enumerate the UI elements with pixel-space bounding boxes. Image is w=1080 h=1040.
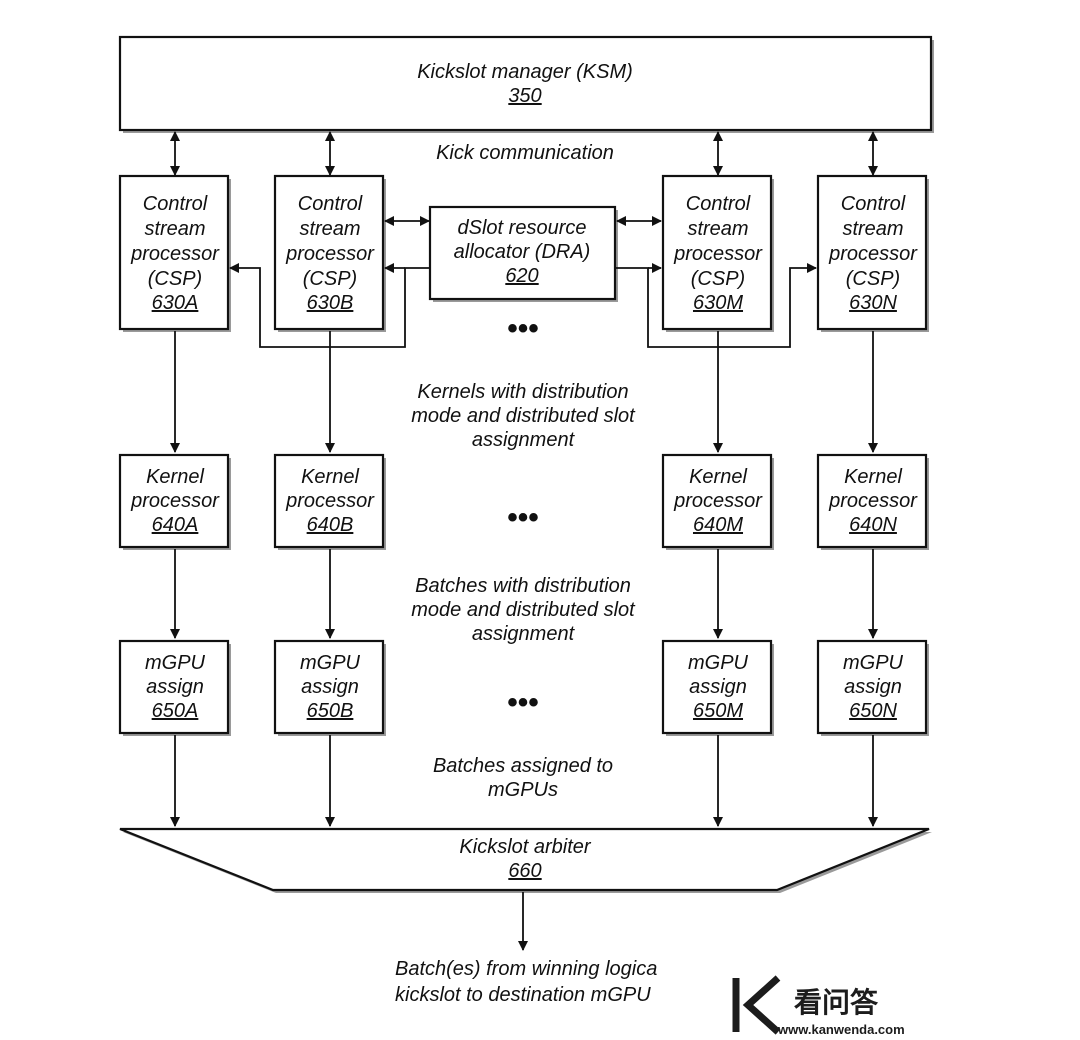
mgpu-block-a: mGPU assign 650A (118, 639, 231, 736)
mgpu-m-ref: 650M (693, 700, 743, 722)
ksm-title: Kickslot manager (KSM) (417, 61, 633, 83)
watermark-chinese: 看问答 (794, 986, 879, 1019)
csp-n-line4: (CSP) (846, 268, 900, 290)
dra-line2: allocator (DRA) (454, 241, 591, 263)
dra-line1: dSlot resource (458, 217, 587, 239)
dra-ref: 620 (505, 265, 538, 287)
mgpu-m-line2: assign (689, 676, 747, 698)
arbiter-ref: 660 (508, 860, 541, 882)
kernel-block-m: Kernel processor 640M (661, 453, 774, 550)
ellipsis-csp-row: ••• (507, 312, 539, 345)
ksm-block: Kickslot manager (KSM) 350 (118, 35, 934, 133)
output-label-line1: Batch(es) from winning logica (395, 958, 657, 980)
kernels-label-line2: mode and distributed slot (411, 405, 636, 427)
mgpu-a-ref: 650A (152, 700, 199, 722)
kernel-block-b: Kernel processor 640B (273, 453, 386, 550)
kernel-b-line2: processor (285, 490, 375, 512)
csp-n-line3: processor (828, 243, 918, 265)
watermark-url: www.kanwenda.com (777, 1022, 905, 1037)
mgpu-b-ref: 650B (307, 700, 354, 722)
csp-a-line4: (CSP) (148, 268, 202, 290)
kernel-n-line2: processor (828, 490, 918, 512)
csp-block-b: Control stream processor (CSP) 630B (273, 174, 386, 332)
csp-block-a: Control stream processor (CSP) 630A (118, 174, 231, 332)
kernel-n-line1: Kernel (844, 466, 902, 488)
ellipsis-kernel-row: ••• (507, 501, 539, 534)
csp-a-ref: 630A (152, 292, 199, 314)
csp-a-line3: processor (130, 243, 220, 265)
output-label-line2: kickslot to destination mGPU (395, 984, 651, 1006)
csp-n-line2: stream (842, 218, 903, 240)
csp-m-line4: (CSP) (691, 268, 745, 290)
kernel-a-line2: processor (130, 490, 220, 512)
kick-communication-arrows (170, 131, 878, 176)
csp-block-m: Control stream processor (CSP) 630M (661, 174, 774, 332)
csp-m-line1: Control (686, 193, 751, 215)
csp-n-line1: Control (841, 193, 906, 215)
kernel-n-ref: 640N (849, 514, 897, 536)
csp-b-line2: stream (299, 218, 360, 240)
arbiter-block: Kickslot arbiter 660 (119, 827, 932, 893)
csp-block-n: Control stream processor (CSP) 630N (816, 174, 929, 332)
kernel-a-ref: 640A (152, 514, 199, 536)
kernel-m-ref: 640M (693, 514, 743, 536)
mgpu-block-n: mGPU assign 650N (816, 639, 929, 736)
mgpu-a-line1: mGPU (145, 652, 206, 674)
kernel-block-n: Kernel processor 640N (816, 453, 929, 550)
csp-m-ref: 630M (693, 292, 743, 314)
assigned-label-line1: Batches assigned to (433, 755, 613, 777)
batches-label-line1: Batches with distribution (415, 575, 631, 597)
kernel-to-mgpu-arrows (170, 549, 878, 639)
batches-label-line2: mode and distributed slot (411, 599, 636, 621)
watermark-logo: 看问答 www.kanwenda.com (732, 975, 905, 1037)
csp-a-line2: stream (144, 218, 205, 240)
ksm-ref: 350 (508, 85, 541, 107)
mgpu-block-b: mGPU assign 650B (273, 639, 386, 736)
kick-communication-label: Kick communication (436, 142, 614, 164)
mgpu-b-line2: assign (301, 676, 359, 698)
dra-block: dSlot resource allocator (DRA) 620 (428, 205, 618, 302)
kernel-a-line1: Kernel (146, 466, 204, 488)
csp-m-line2: stream (687, 218, 748, 240)
mgpu-block-m: mGPU assign 650M (661, 639, 774, 736)
mgpu-n-line1: mGPU (843, 652, 904, 674)
kernel-b-line1: Kernel (301, 466, 359, 488)
kernels-label-line1: Kernels with distribution (417, 381, 628, 403)
csp-b-line4: (CSP) (303, 268, 357, 290)
arbiter-title: Kickslot arbiter (459, 836, 591, 858)
dra-to-cspn-route (615, 263, 817, 348)
csp-m-line3: processor (673, 243, 763, 265)
kernel-block-a: Kernel processor 640A (118, 453, 231, 550)
mgpu-to-arbiter-arrows (170, 735, 878, 827)
kernel-m-line2: processor (673, 490, 763, 512)
ellipsis-mgpu-row: ••• (507, 686, 539, 719)
csp-n-ref: 630N (849, 292, 897, 314)
kernel-m-line1: Kernel (689, 466, 747, 488)
csp-b-line1: Control (298, 193, 363, 215)
mgpu-b-line1: mGPU (300, 652, 361, 674)
mgpu-n-line2: assign (844, 676, 902, 698)
mgpu-m-line1: mGPU (688, 652, 749, 674)
batches-label-line3: assignment (472, 623, 576, 645)
kernel-b-ref: 640B (307, 514, 354, 536)
csp-to-kernel-arrows (170, 331, 878, 453)
assigned-label-line2: mGPUs (488, 779, 558, 801)
csp-a-line1: Control (143, 193, 208, 215)
mgpu-n-ref: 650N (849, 700, 897, 722)
mgpu-a-line2: assign (146, 676, 204, 698)
csp-b-ref: 630B (307, 292, 354, 314)
kernels-label-line3: assignment (472, 429, 576, 451)
csp-b-line3: processor (285, 243, 375, 265)
dra-to-cspa-route (229, 263, 430, 348)
